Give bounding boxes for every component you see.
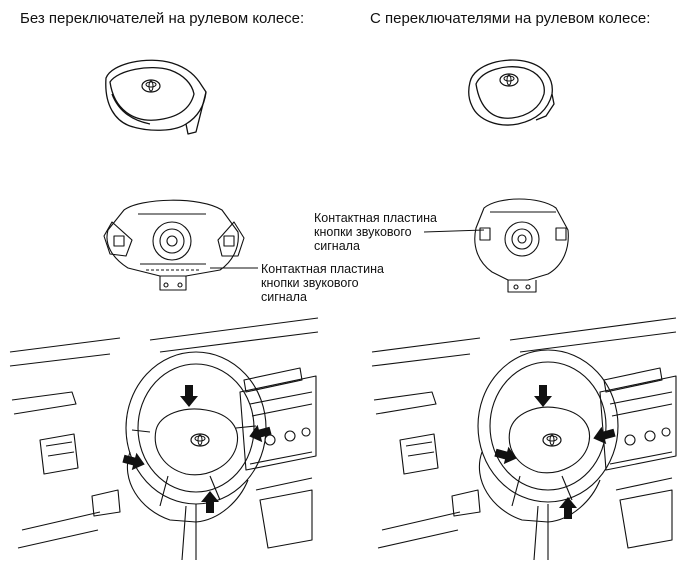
toyota-logo-icon [499, 73, 519, 87]
dashboard-scene-left [9, 317, 319, 561]
arrow-icon [180, 385, 198, 407]
heading-with-switches: С переключателями на рулевом колесе: [370, 10, 651, 27]
callout-horn-plate-left: Контактная пластина кнопки звукового сиг… [261, 262, 384, 304]
callout-line-2: кнопки звукового [314, 225, 412, 239]
callout-line-3: сигнала [261, 290, 307, 304]
arrow-icon [246, 421, 273, 446]
toyota-logo-icon [542, 433, 562, 447]
callout-line-3: сигнала [314, 239, 360, 253]
callout-horn-plate-right: Контактная пластина кнопки звукового сиг… [314, 211, 437, 253]
airbag-pad-without-switches [105, 59, 207, 135]
toyota-logo-icon [141, 79, 161, 93]
toyota-logo-icon [190, 433, 210, 447]
arrow-icon [534, 385, 552, 407]
heading-without-switches: Без переключателей на рулевом колесе: [20, 10, 305, 27]
callout-line-1: Контактная пластина [261, 262, 384, 276]
arrow-icon [201, 491, 219, 513]
airbag-back-with-switches [474, 198, 569, 293]
callout-line-1: Контактная пластина [314, 211, 437, 225]
callout-leader-right [423, 229, 485, 233]
dashboard-scene-right [371, 317, 677, 561]
callout-line-2: кнопки звукового [261, 276, 359, 290]
airbag-back-without-switches [103, 199, 245, 291]
airbag-pad-with-switches [468, 59, 555, 126]
